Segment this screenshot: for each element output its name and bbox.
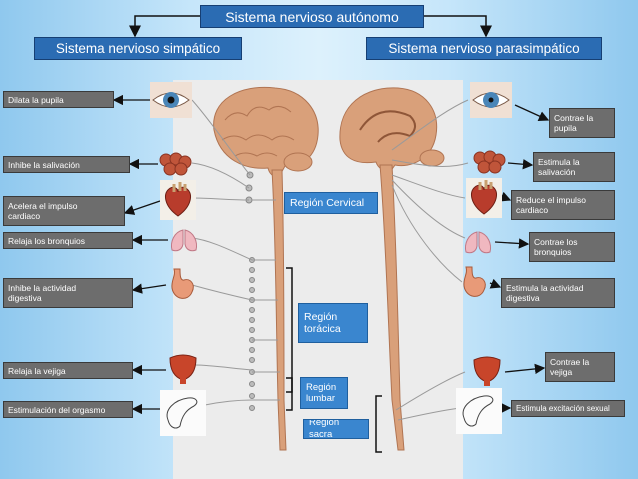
parasympathetic-nerves	[391, 99, 469, 421]
bladder-icon	[169, 354, 197, 384]
arrow-para-4	[494, 238, 530, 249]
thoracic-bracket	[286, 267, 293, 393]
heart-icon	[466, 178, 502, 218]
arrow-symp-3	[123, 200, 161, 215]
symp-effect-orgasm: Estimulación del orgasmo	[3, 401, 133, 418]
arrow-para-5	[489, 278, 502, 289]
lungs-icon	[465, 231, 491, 254]
genitals-icon	[160, 390, 206, 436]
symp-effect-heart: Acelera el impulso cardiaco	[3, 196, 125, 226]
symp-effect-digestive: Inhibe la actividad digestiva	[3, 278, 133, 308]
symp-effect-bladder: Relaja la vejiga	[3, 362, 133, 379]
symp-effect-bronchi: Relaja los bronquios	[3, 232, 133, 249]
para-effect-pupil: Contrae la pupila	[549, 108, 615, 138]
para-effect-digestive: Estimula la actividad digestiva	[501, 278, 615, 308]
title-connector-right	[424, 15, 492, 38]
para-effect-heart: Reduce el impulso cardiaco	[511, 190, 615, 220]
arrow-para-3	[499, 191, 512, 202]
heart-icon	[160, 180, 196, 220]
spinal-cord-left	[271, 169, 287, 451]
para-effect-bladder: Contrae la vejiga	[545, 352, 615, 382]
symp-effect-salivation: Inhibe la salivación	[3, 156, 130, 173]
sympathetic-title: Sistema nervioso simpático	[34, 37, 242, 60]
region-lumbar: Región lumbar	[300, 377, 348, 409]
sacral-bracket	[375, 395, 382, 453]
region-cervical: Región Cervical	[284, 192, 378, 214]
lumbar-bracket	[286, 377, 293, 411]
main-title: Sistema nervioso autónomo	[200, 5, 424, 28]
salivary-gland-icon	[473, 150, 506, 174]
region-thoracic: Región torácica	[298, 303, 368, 343]
arrow-para-1	[514, 104, 550, 121]
arrow-symp-5	[131, 283, 167, 294]
lungs-icon	[171, 229, 197, 252]
stomach-icon	[171, 268, 194, 299]
sympathetic-nerves	[191, 99, 280, 406]
eye-icon	[150, 82, 192, 118]
spinal-cord-right	[379, 164, 405, 451]
brain-right	[339, 87, 445, 173]
arrow-para-6	[504, 363, 546, 375]
brain-left	[213, 86, 319, 177]
stomach-icon	[463, 266, 486, 297]
eye-icon	[470, 82, 512, 118]
title-connector-left	[129, 15, 200, 38]
genitals-icon	[456, 388, 502, 434]
region-sacral: Región sacra	[303, 419, 369, 439]
para-effect-sexual: Estimula excitación sexual	[511, 400, 625, 417]
parasympathetic-title: Sistema nervioso parasimpático	[366, 37, 602, 60]
sympathetic-chain	[245, 171, 255, 411]
para-effect-salivation: Estimula la salivación	[533, 152, 615, 182]
symp-effect-pupil: Dilata la pupila	[3, 91, 114, 108]
arrow-para-2	[507, 159, 534, 170]
salivary-gland-icon	[159, 152, 192, 176]
para-effect-bronchi: Contrae los bronquios	[529, 232, 615, 262]
bladder-icon	[473, 356, 501, 386]
